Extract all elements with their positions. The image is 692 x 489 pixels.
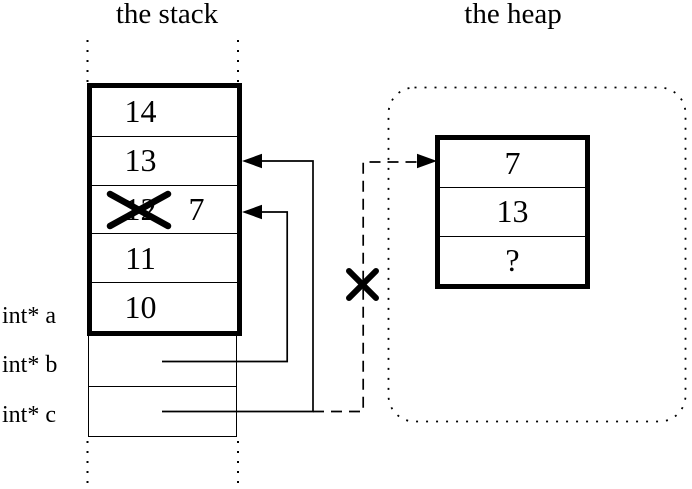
heap-cell: 13 xyxy=(440,187,585,235)
stack-cell-value: 10 xyxy=(124,288,157,325)
stack-pointer-cells xyxy=(88,336,237,437)
stack-guide-dotted-top xyxy=(86,40,239,82)
heap-block-box: 7 13 ? xyxy=(435,135,590,289)
stack-cell-value: 11 xyxy=(125,239,156,276)
stack-cell: 10 xyxy=(92,282,237,331)
stack-title: the stack xyxy=(115,0,219,30)
arrowhead-left-b-icon xyxy=(242,204,262,220)
stack-frame-box: 14 13 12 7 11 10 xyxy=(87,83,242,336)
invalid-pointer-x-icon xyxy=(346,268,379,301)
stack-cell-value: 13 xyxy=(124,142,157,179)
stack-guide-dotted-bottom xyxy=(86,441,239,488)
stack-cell-value: 7 xyxy=(188,190,205,227)
arrowhead-left-c-icon xyxy=(242,153,262,169)
heap-cell-value: 7 xyxy=(504,145,521,182)
pointer-cell-c xyxy=(89,385,236,437)
dangling-pointer-line xyxy=(313,161,417,413)
arrowhead-right-heap-icon xyxy=(417,153,437,169)
heap-cell: ? xyxy=(440,235,585,284)
stack-cell: 11 xyxy=(92,233,237,282)
stack-cell: 13 xyxy=(92,135,237,185)
variable-label-c: int* c xyxy=(2,402,56,428)
heap-cell-value: ? xyxy=(505,241,520,278)
heap-cell: 7 xyxy=(440,140,585,187)
stack-cell: 14 xyxy=(92,88,237,136)
heap-title: the heap xyxy=(464,0,562,30)
stack-cell-value: 14 xyxy=(124,93,157,130)
variable-label-b: int* b xyxy=(2,352,58,378)
pointer-cell-b xyxy=(89,336,236,386)
variable-label-a: int* a xyxy=(2,303,56,329)
stack-cell-overwritten: 12 7 xyxy=(92,184,237,234)
crossed-out-old-value: 12 xyxy=(124,190,157,227)
heap-cell-value: 13 xyxy=(496,193,529,230)
